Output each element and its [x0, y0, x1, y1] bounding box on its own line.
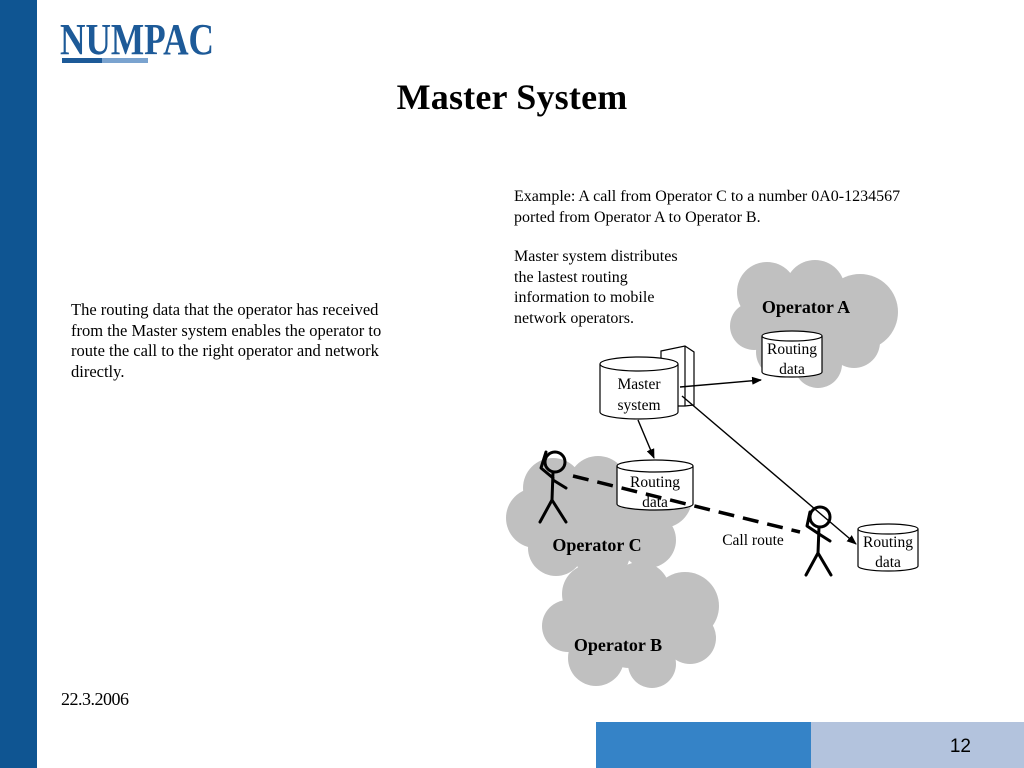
example-description: Example: A call from Operator C to a num…	[514, 188, 901, 226]
master-system-database-icon	[599, 356, 679, 420]
routing-data-b-label-line1: Routing	[863, 534, 913, 551]
routing-data-b-label-line2: data	[875, 554, 901, 571]
call-route-label: Call route	[722, 532, 784, 549]
routing-data-a-label-line1: Routing	[767, 341, 817, 358]
routing-data-a-database-icon	[761, 330, 823, 378]
page-number: 12	[949, 736, 971, 757]
call-route-dashed-line	[572, 474, 801, 534]
routing-data-a-label-line2: data	[779, 361, 805, 378]
operator-b-label: Operator B	[574, 635, 662, 655]
logo-text: NUMPAC	[60, 15, 214, 64]
caller-person-icon	[538, 450, 568, 524]
arrow-master-to-operator-a	[679, 376, 762, 388]
receiver-person-icon	[804, 505, 833, 577]
routing-data-c-database-icon	[616, 459, 694, 511]
routing-data-c-label-line1: Routing	[630, 474, 680, 491]
left-sidebar-bar	[0, 0, 37, 768]
slide-title: Master System	[396, 77, 628, 117]
operator-b-cloud	[542, 562, 719, 688]
master-system-description: Master system distributes the lastest ro…	[514, 248, 678, 327]
footer-light-bar	[811, 722, 1024, 768]
numpac-logo: NUMPAC	[60, 15, 214, 64]
operator-a-label: Operator A	[762, 297, 850, 317]
routing-data-b-database-icon	[857, 523, 919, 572]
routing-data-c-label-line2: data	[642, 494, 668, 511]
arrow-master-to-operator-b	[681, 395, 857, 545]
footer-dark-bar	[596, 722, 811, 768]
arrow-master-to-operator-c	[637, 419, 655, 459]
master-system-label-line2: system	[617, 397, 660, 414]
master-system-label-line1: Master	[617, 376, 661, 393]
routing-description: The routing data that the operator has r…	[71, 300, 382, 381]
slide-date: 22.3.2006	[61, 689, 129, 709]
operator-c-label: Operator C	[552, 535, 641, 555]
